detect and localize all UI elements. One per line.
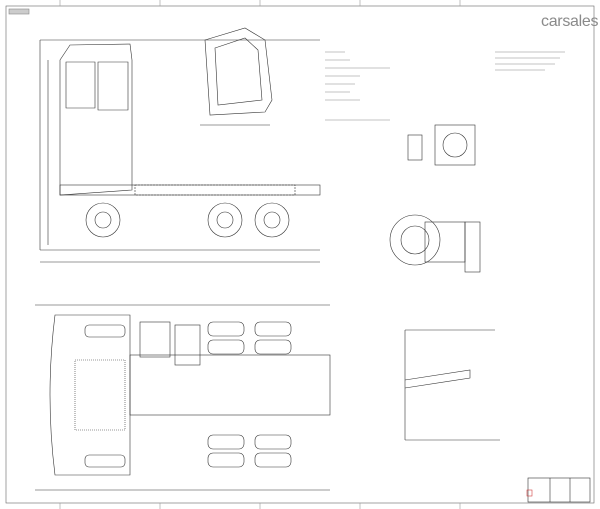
notes-text-lines — [325, 51, 565, 121]
fifth-wheel-details — [389, 124, 481, 273]
top-view — [35, 304, 331, 491]
ramp-detail — [404, 329, 500, 441]
tires-rear — [207, 321, 292, 468]
title-block — [526, 477, 591, 503]
drawing-number-box — [8, 8, 30, 15]
cab-profile-view — [200, 27, 273, 126]
border-ticks — [59, 0, 461, 509]
drawing-border — [5, 5, 595, 504]
carsales-watermark: carsales — [541, 13, 599, 30]
side-view — [39, 39, 321, 263]
